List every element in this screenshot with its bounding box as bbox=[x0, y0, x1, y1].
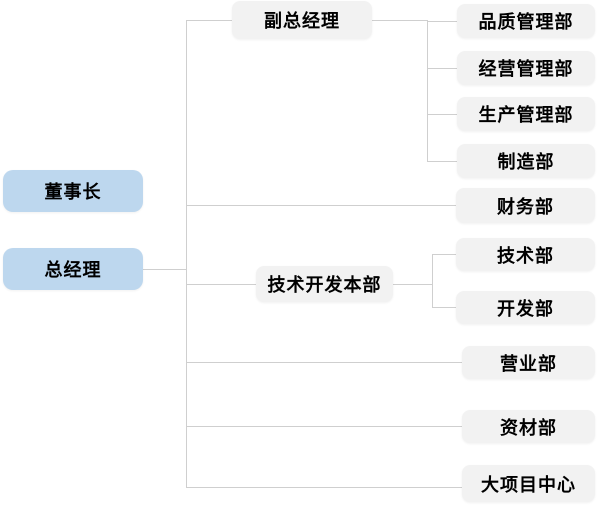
node-finance-dept: 财务部 bbox=[456, 188, 595, 223]
connector-to-finance-dept bbox=[186, 205, 456, 206]
node-development-dept: 开发部 bbox=[456, 291, 595, 324]
node-chairman: 董事长 bbox=[3, 170, 143, 212]
connector-deputy-gm-rail bbox=[427, 20, 428, 161]
connector-to-technology-dept bbox=[432, 254, 456, 255]
connector-trunk bbox=[186, 20, 187, 487]
node-major-project-center: 大项目中心 bbox=[462, 465, 595, 502]
node-manufacturing-dept: 制造部 bbox=[457, 144, 595, 178]
connector-to-deputy-gm bbox=[186, 20, 232, 21]
connector-tech-division-out bbox=[393, 284, 432, 285]
connector-to-production-dept bbox=[427, 114, 457, 115]
connector-to-major-project bbox=[186, 487, 462, 488]
connector-deputy-gm-out bbox=[370, 20, 427, 21]
node-technology-dept: 技术部 bbox=[456, 238, 595, 271]
connector-to-sales-dept bbox=[186, 362, 462, 363]
connector-tech-division-rail bbox=[432, 254, 433, 308]
connector-to-manufacturing-dept bbox=[427, 161, 457, 162]
node-material-dept: 资材部 bbox=[462, 410, 595, 443]
connector-to-development-dept bbox=[432, 307, 456, 308]
connector-general-manager-join bbox=[143, 269, 186, 270]
node-tech-development-division: 技术开发本部 bbox=[256, 266, 393, 302]
connector-to-material-dept bbox=[186, 426, 462, 427]
node-quality-management-dept: 品质管理部 bbox=[457, 4, 595, 38]
node-production-management-dept: 生产管理部 bbox=[457, 97, 595, 131]
node-general-manager: 总经理 bbox=[3, 248, 143, 290]
node-deputy-general-manager: 副总经理 bbox=[232, 1, 372, 39]
connector-to-business-dept bbox=[427, 68, 457, 69]
connector-to-tech-division bbox=[186, 284, 256, 285]
node-business-management-dept: 经营管理部 bbox=[457, 51, 595, 85]
connector-to-quality-dept bbox=[427, 21, 457, 22]
node-sales-dept: 营业部 bbox=[462, 346, 595, 379]
